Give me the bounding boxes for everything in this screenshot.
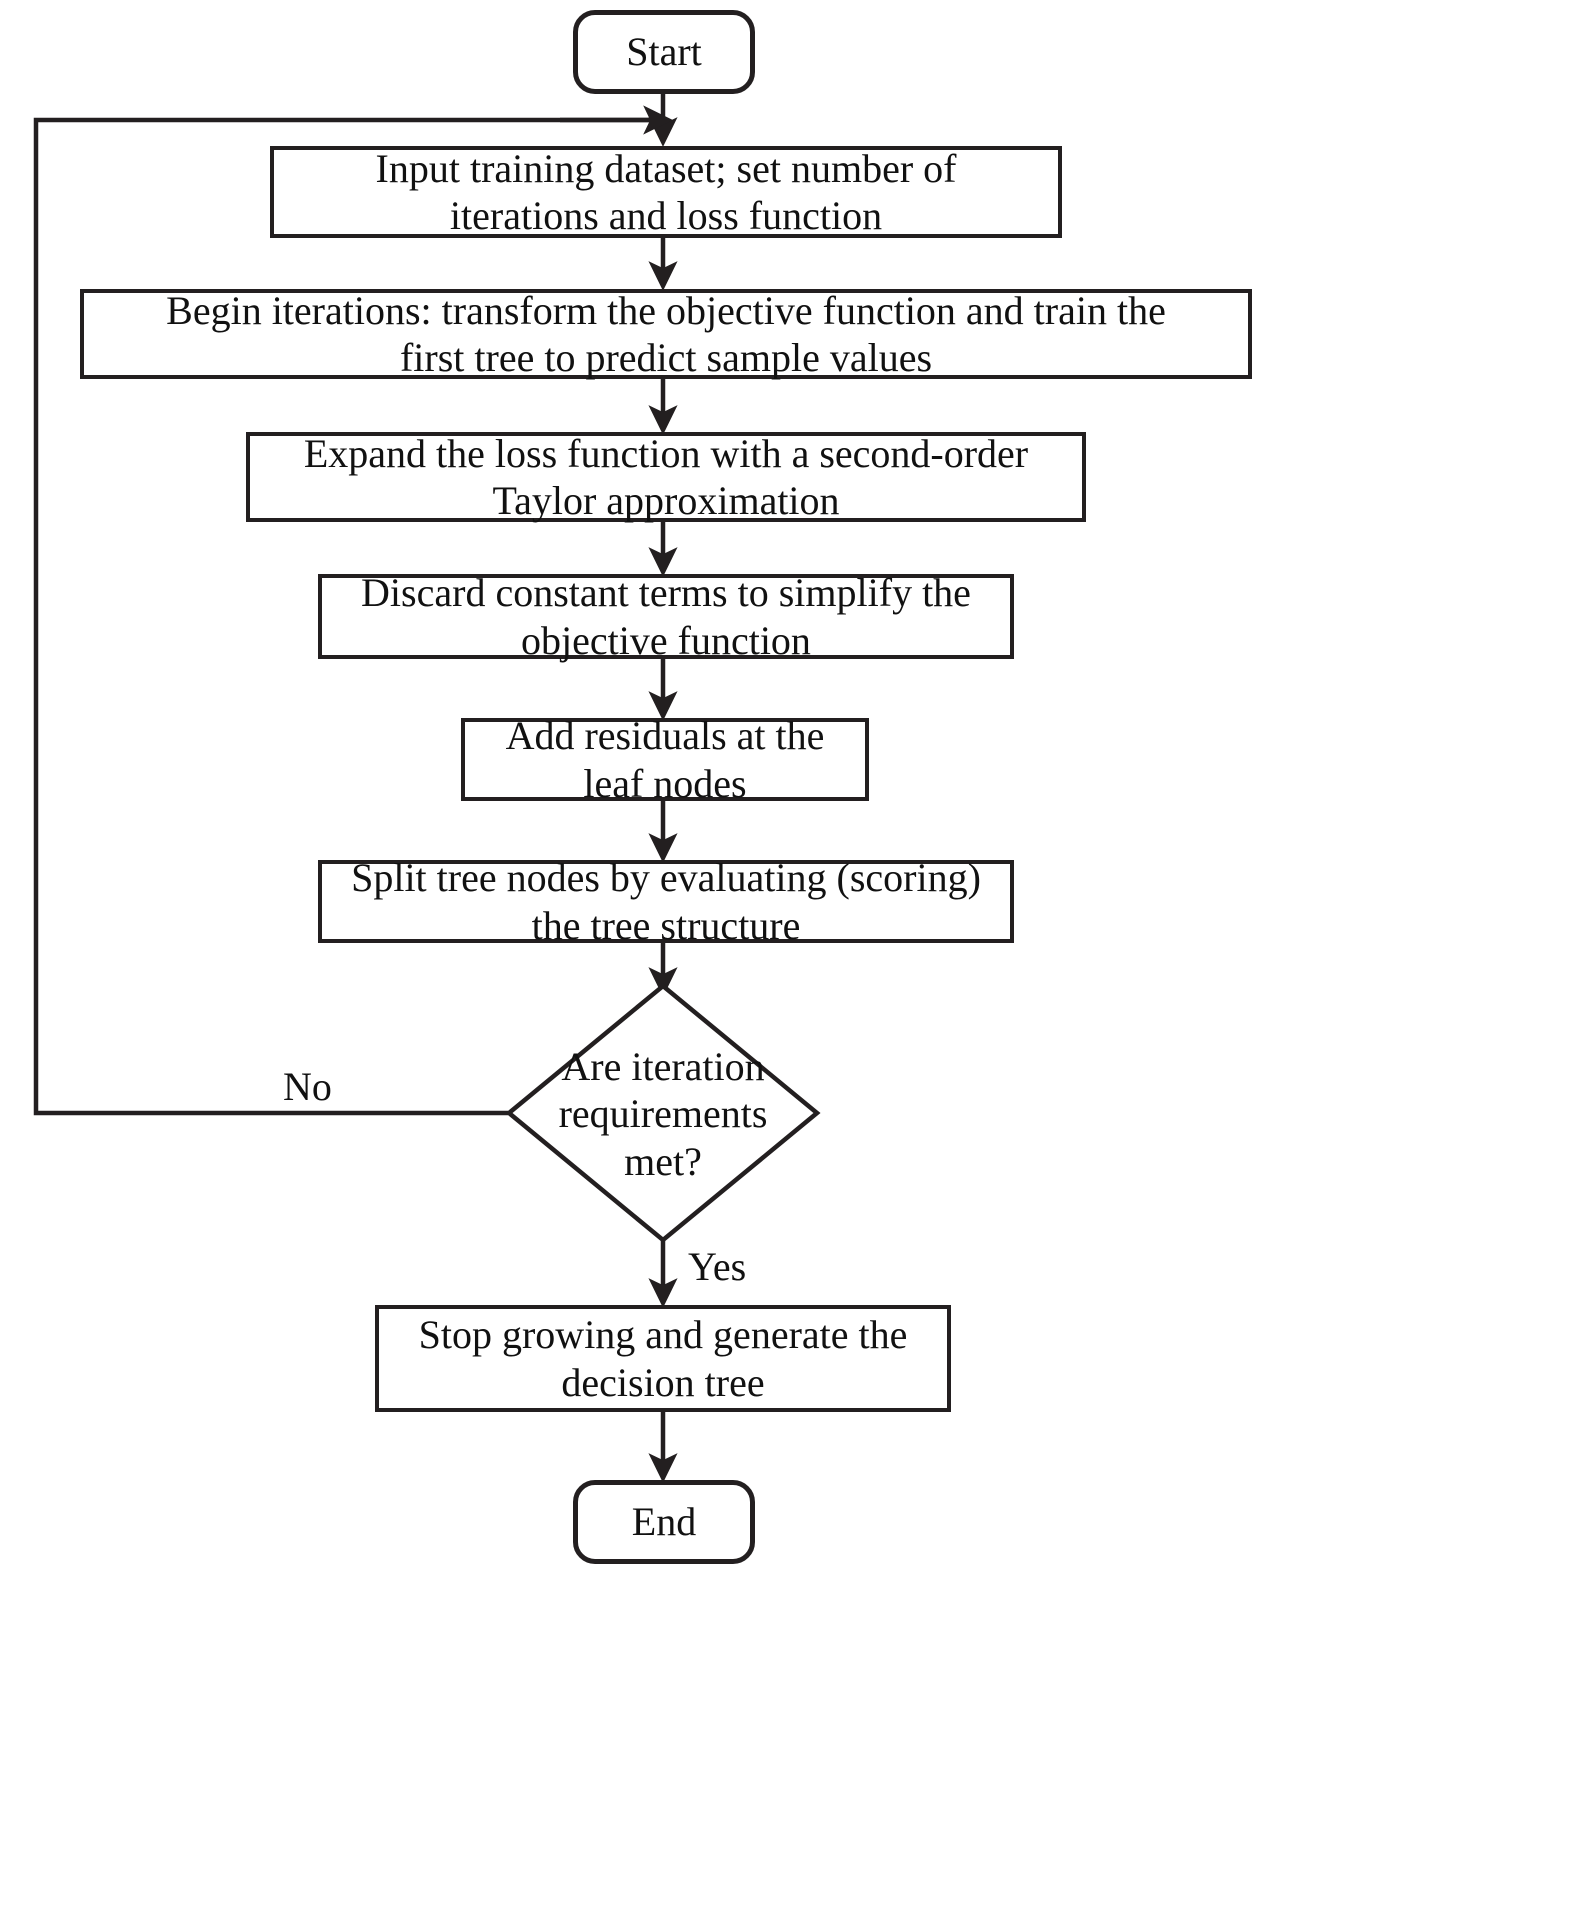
edge-label-yes: Yes (688, 1244, 747, 1289)
node-discard-constant-terms[interactable]: Discard constant terms to simplify the o… (318, 570, 1014, 663)
node-stop-growing[interactable]: Stop growing and generate the decision t… (375, 1305, 951, 1412)
edge-no-loopback (33, 117, 650, 1116)
node-decision-iteration-requirements[interactable]: Are iteration requirements met? (558, 1044, 768, 1184)
node-start[interactable]: Start (573, 10, 755, 94)
node-input-training-dataset[interactable]: Input training dataset; set number of it… (270, 146, 1062, 238)
node-end[interactable]: End (573, 1480, 755, 1564)
edge-label-no: No (283, 1064, 332, 1109)
node-add-residuals[interactable]: Add residuals at the leaf nodes (461, 713, 869, 806)
node-split-tree-nodes[interactable]: Split tree nodes by evaluating (scoring)… (318, 855, 1014, 948)
node-expand-loss-function[interactable]: Expand the loss function with a second-o… (246, 431, 1086, 523)
node-begin-iterations[interactable]: Begin iterations: transform the objectiv… (80, 288, 1252, 380)
